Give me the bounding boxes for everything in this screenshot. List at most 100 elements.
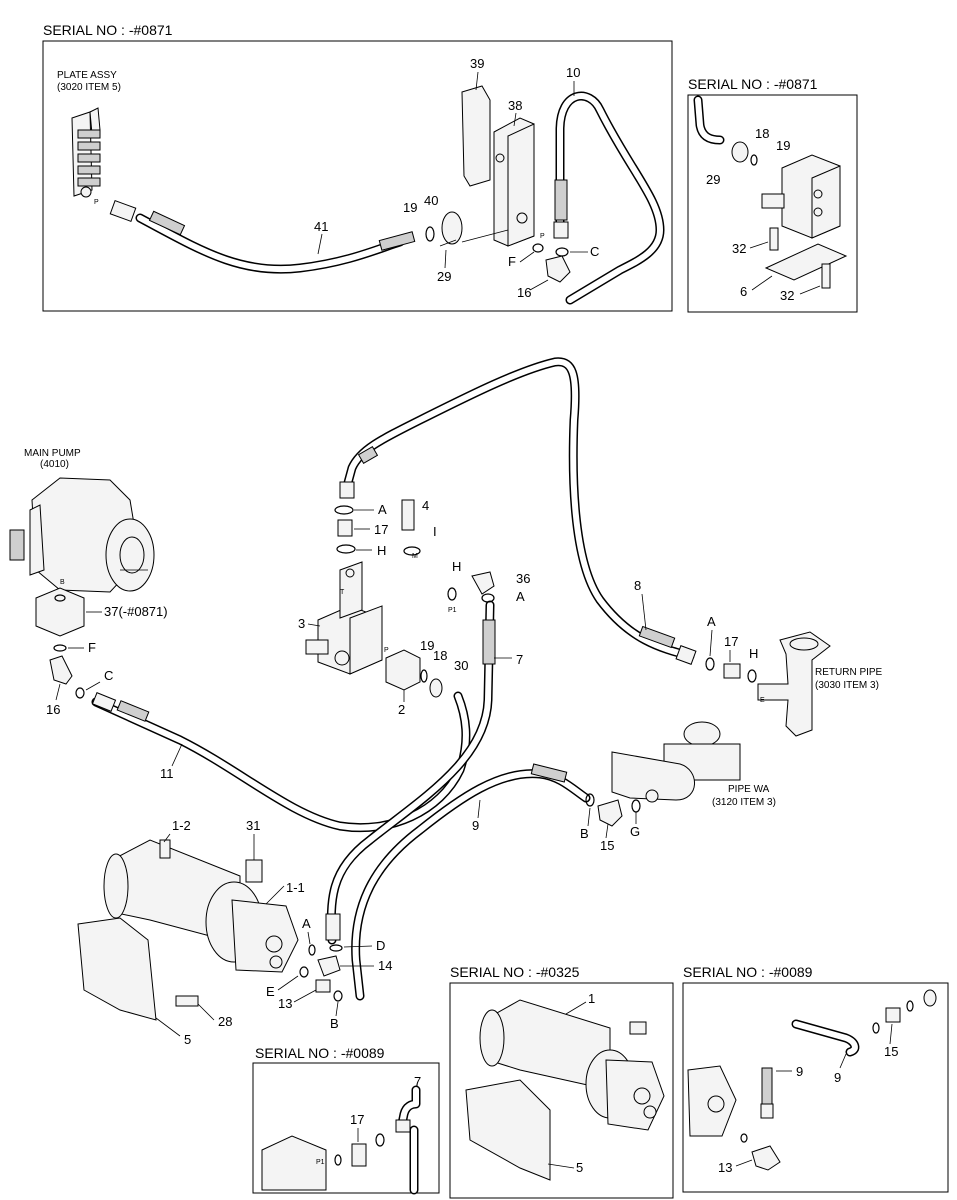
o-ring-A: [308, 944, 316, 956]
adapter-17: [337, 519, 353, 537]
callout: 30: [454, 658, 468, 673]
callout: 18: [755, 126, 769, 141]
o-ring-H: [336, 544, 356, 554]
o-ring-A: [481, 593, 495, 603]
block-2: P: [384, 647, 421, 691]
callout: H: [377, 543, 386, 558]
callout: 3: [298, 616, 305, 631]
callout: 17: [350, 1112, 364, 1127]
callout: 32: [732, 241, 746, 256]
pipe-wa-name: PIPE WA: [728, 784, 770, 795]
callout: 7: [516, 652, 523, 667]
panel-title: SERIAL NO : -#0871: [688, 76, 818, 92]
o-ring-A: [334, 505, 354, 515]
panel-bottom-right: SERIAL NO : -#0089 15 9 9 13: [682, 964, 949, 1193]
callout: 17: [724, 634, 738, 649]
hose-8: [339, 357, 697, 665]
callout: 11: [160, 766, 174, 781]
port-label: E: [760, 697, 765, 704]
callout: E: [266, 984, 275, 999]
callout: C: [590, 244, 599, 259]
callout: 6: [740, 284, 747, 299]
callout: 15: [600, 838, 614, 853]
o-ring-C: [555, 247, 569, 257]
callout: I: [433, 524, 437, 539]
port-label: P: [384, 647, 389, 654]
callout: 1: [588, 991, 595, 1006]
callout: 39: [470, 56, 484, 71]
callout: 1-1: [286, 880, 305, 895]
o-ring-19: [750, 154, 758, 166]
panel-title: SERIAL NO : -#0325: [450, 964, 580, 980]
callout: 14: [378, 958, 392, 973]
callout: A: [707, 614, 716, 629]
callout: F: [508, 254, 516, 269]
o-ring-B: [585, 793, 595, 807]
panel-bottom-left: SERIAL NO : -#0089 P1 17 7: [252, 1045, 440, 1195]
callout: H: [452, 559, 461, 574]
o-ring-19: [420, 669, 428, 683]
callout: 29: [706, 172, 720, 187]
callout: 32: [780, 288, 794, 303]
callout: 16: [46, 702, 60, 717]
callout: 5: [184, 1032, 191, 1047]
o-ring-F: [53, 644, 67, 652]
adapter-17: [723, 663, 741, 679]
valve-3: T: [305, 561, 383, 675]
pipe-wa: PIPE WA (3120 ITEM 3): [611, 721, 776, 808]
panel-title: SERIAL NO : -#0089: [255, 1045, 385, 1061]
callout: 19: [403, 200, 417, 215]
valve-block: [761, 154, 841, 239]
plate-assy-name: PLATE ASSY: [57, 70, 117, 81]
port-label: M: [412, 553, 418, 560]
callout: 9: [834, 1070, 841, 1085]
o-ring-H: [447, 587, 457, 601]
o-ring-H: [747, 669, 757, 683]
hose-41: [109, 200, 416, 274]
main-pump-name: MAIN PUMP: [24, 448, 81, 459]
port-label: P: [540, 233, 545, 240]
flange-18: [731, 141, 749, 163]
main-pump: MAIN PUMP (4010) B: [9, 448, 155, 593]
elbow-36: [471, 571, 495, 595]
port-label: T: [340, 589, 345, 596]
pipe-wa-ref: (3120 ITEM 3): [712, 797, 776, 808]
port-label: B: [60, 579, 65, 586]
callout: G: [630, 824, 640, 839]
callout: 5: [576, 1160, 583, 1175]
callout: 19: [420, 638, 434, 653]
bracket-6: [764, 243, 848, 281]
block-37: [35, 587, 85, 637]
callout: 37(-#0871): [104, 604, 168, 619]
return-pipe-ref: (3030 ITEM 3): [815, 680, 879, 691]
sensor-4: [401, 499, 415, 531]
callout: D: [376, 938, 385, 953]
panel-top-right: SERIAL NO : -#0871 18 19 29 32 6 32: [687, 76, 858, 313]
elbow-14: [317, 955, 341, 977]
callout: 9: [472, 818, 479, 833]
main-pump-ref: (4010): [40, 459, 69, 470]
callout: B: [580, 826, 589, 841]
callout: H: [749, 646, 758, 661]
o-ring-F: [532, 243, 544, 253]
port-label: P: [94, 199, 99, 206]
hose-9: [351, 763, 591, 1001]
callout: 1-2: [172, 818, 191, 833]
callout: 13: [718, 1160, 732, 1175]
port-label: P1: [448, 607, 457, 614]
callout: 28: [218, 1014, 232, 1029]
o-ring-I: [403, 546, 421, 556]
o-ring-G: [631, 799, 641, 813]
bolt-32: [821, 263, 831, 289]
callout: 31: [246, 818, 260, 833]
elbow-16: [545, 255, 571, 283]
return-pipe-name: RETURN PIPE: [815, 667, 883, 678]
callout: 19: [776, 138, 790, 153]
main-diagram: MAIN PUMP (4010) B: [9, 357, 883, 1047]
return-pipe: RETURN PIPE (3030 ITEM 3): [757, 631, 883, 737]
callout: 13: [278, 996, 292, 1011]
panel-title: SERIAL NO : -#0871: [43, 22, 173, 38]
block-38: [493, 117, 535, 247]
callout: 4: [422, 498, 429, 513]
callout: 17: [374, 522, 388, 537]
